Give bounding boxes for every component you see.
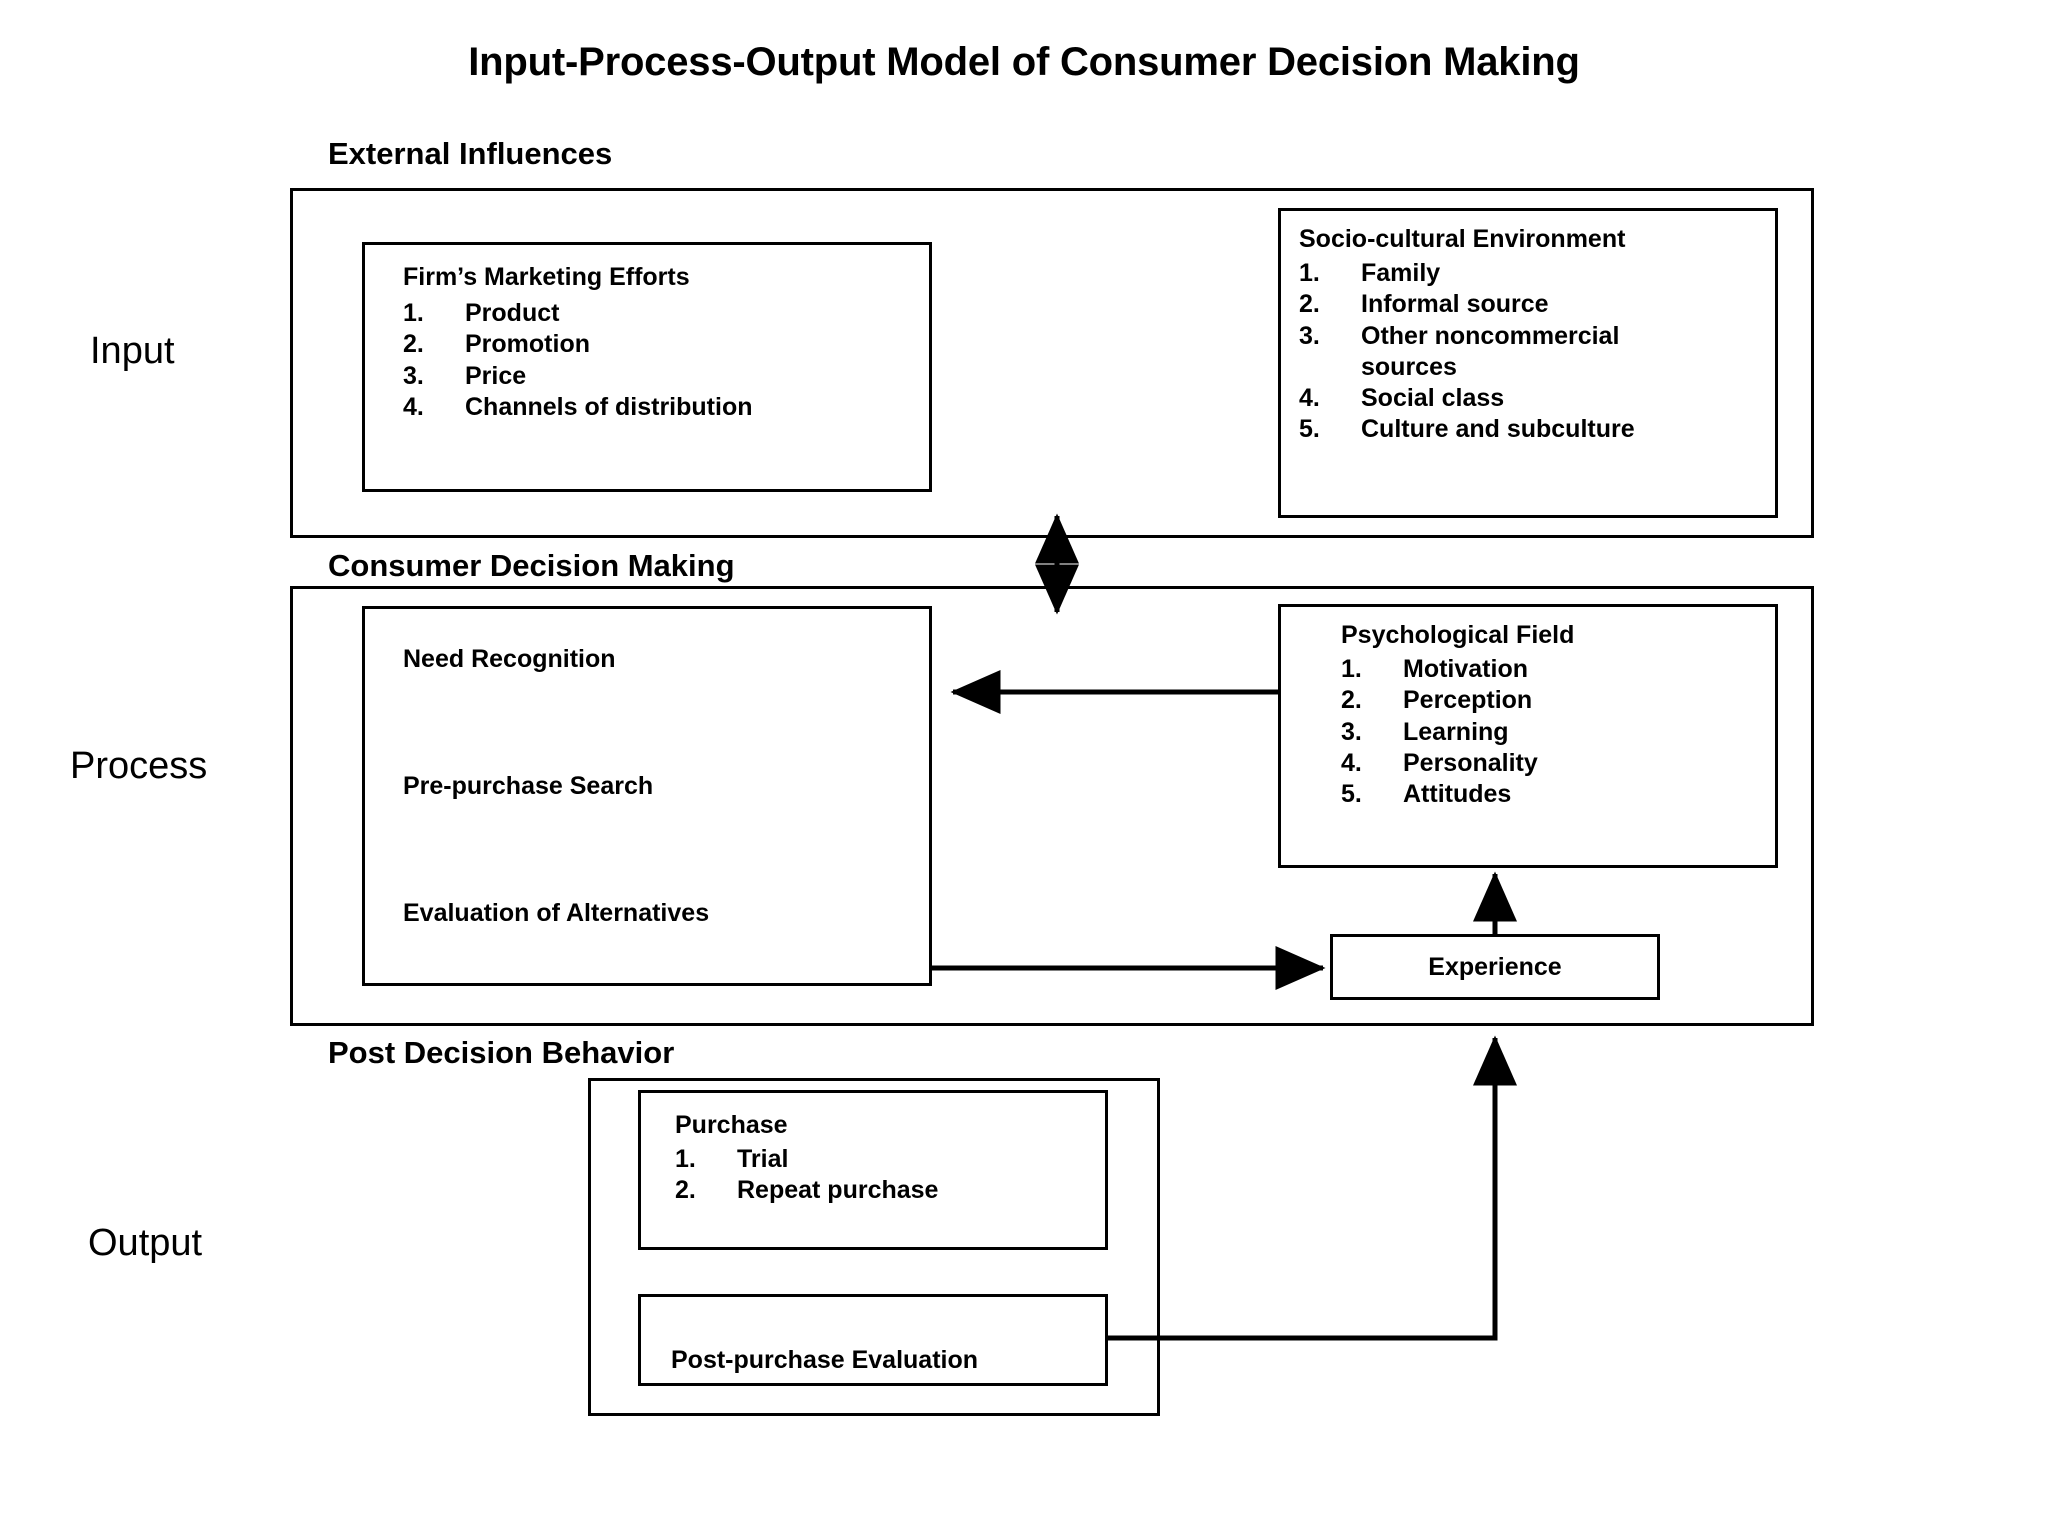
list-item-label: Other noncommercial [1361,321,1620,350]
list-item-label: Attitudes [1403,780,1512,808]
list-item-number: 1. [1299,259,1320,287]
list-item-label: Product [465,299,560,327]
list-item-label: Social class [1361,384,1505,412]
list-item-label: Motivation [1403,655,1528,683]
list-item: 1. Family [1299,258,1775,289]
list-item-number: 2. [1299,290,1320,319]
box-decision-stages: Need Recognition Pre-purchase Search Eva… [362,606,932,986]
list-item: 4. Social class [1299,383,1775,414]
box-title-firms-marketing-efforts: Firm’s Marketing Efforts [403,263,690,291]
box-title-psychological-field: Psychological Field [1341,621,1575,649]
list-item: 4. Channels of distribution [403,392,929,423]
list-item-label: Promotion [465,330,590,359]
list-item-number: 5. [1299,415,1320,444]
section-caption-consumer-decision-making: Consumer Decision Making [328,548,739,584]
arrow-post-purchase-evaluation-to-experience [1108,1035,1517,1341]
section-caption-post-decision-behavior: Post Decision Behavior [328,1035,679,1071]
list-item: 4. Personality [1341,748,1775,779]
box-post-purchase-evaluation: Post-purchase Evaluation [638,1294,1108,1386]
list-item-number: 2. [675,1176,696,1205]
list-item-number: 1. [403,299,424,327]
box-title-purchase: Purchase [675,1111,788,1139]
decision-stage-need-recognition: Need Recognition [403,645,616,673]
decision-stage-pre-purchase-search: Pre-purchase Search [403,772,654,800]
list-item: 3. Learning [1341,717,1775,748]
list-item-number: 5. [1341,780,1362,808]
list-item-number: 2. [403,330,424,359]
list-item-number: 3. [403,361,424,390]
list-item: 1. Product [403,298,929,329]
list-item-number: 3. [1299,321,1320,350]
list-item-number: 2. [1341,686,1362,715]
list-item-number: 4. [1341,748,1362,777]
list-item: 5. Attitudes [1341,779,1775,810]
list-item-label: Channels of distribution [465,392,753,421]
list-item-label: Personality [1403,748,1538,777]
list-item-number: 1. [675,1145,696,1173]
box-label-experience: Experience [1428,952,1562,981]
list-item: 5. Culture and subculture [1299,414,1775,445]
stage-label-output: Output [88,1222,203,1264]
list-item-label: Trial [737,1145,789,1173]
list-item-label: Family [1361,259,1441,287]
list-item-label: Learning [1403,717,1509,746]
list-item: 2. Informal source [1299,289,1775,320]
list-item-number: 4. [403,392,424,421]
list-item-label: Informal source [1361,290,1549,319]
list-item: 2. Repeat purchase [675,1175,1105,1206]
box-purchase: Purchase 1. Trial 2. Repeat purchase [638,1090,1108,1250]
list-item-label: Price [465,361,527,390]
stage-label-process: Process [70,745,208,787]
list-item-label: Perception [1403,686,1533,715]
page-title: Input-Process-Output Model of Consumer D… [468,40,1580,84]
box-socio-cultural-environment: Socio-cultural Environment 1. Family 2. … [1278,208,1778,518]
list-item: 3. Other noncommercial [1299,321,1775,352]
box-label-post-purchase-evaluation: Post-purchase Evaluation [671,1346,979,1374]
list-item-number: 4. [1299,384,1320,412]
list-item-number: 1. [1341,655,1362,683]
list-item: 2. Perception [1341,685,1775,716]
list-item-label: Culture and subculture [1361,415,1635,444]
list-item: 1. Motivation [1341,654,1775,685]
box-experience: Experience [1330,934,1660,1000]
section-caption-external-influences: External Influences [328,136,617,172]
list-item-continuation: sources [1361,352,1457,381]
list-item-number: 3. [1341,717,1362,746]
list-item: 1. Trial [675,1144,1105,1175]
list-item-label: Repeat purchase [737,1176,939,1205]
box-psychological-field: Psychological Field 1. Motivation 2. Per… [1278,604,1778,868]
stage-label-input: Input [90,330,175,372]
list-item: 3. Price [403,361,929,392]
box-firms-marketing-efforts: Firm’s Marketing Efforts 1. Product 2. P… [362,242,932,492]
box-title-socio-cultural-environment: Socio-cultural Environment [1299,225,1626,253]
decision-stage-evaluation-of-alternatives: Evaluation of Alternatives [403,899,710,927]
list-item: 2. Promotion [403,329,929,360]
